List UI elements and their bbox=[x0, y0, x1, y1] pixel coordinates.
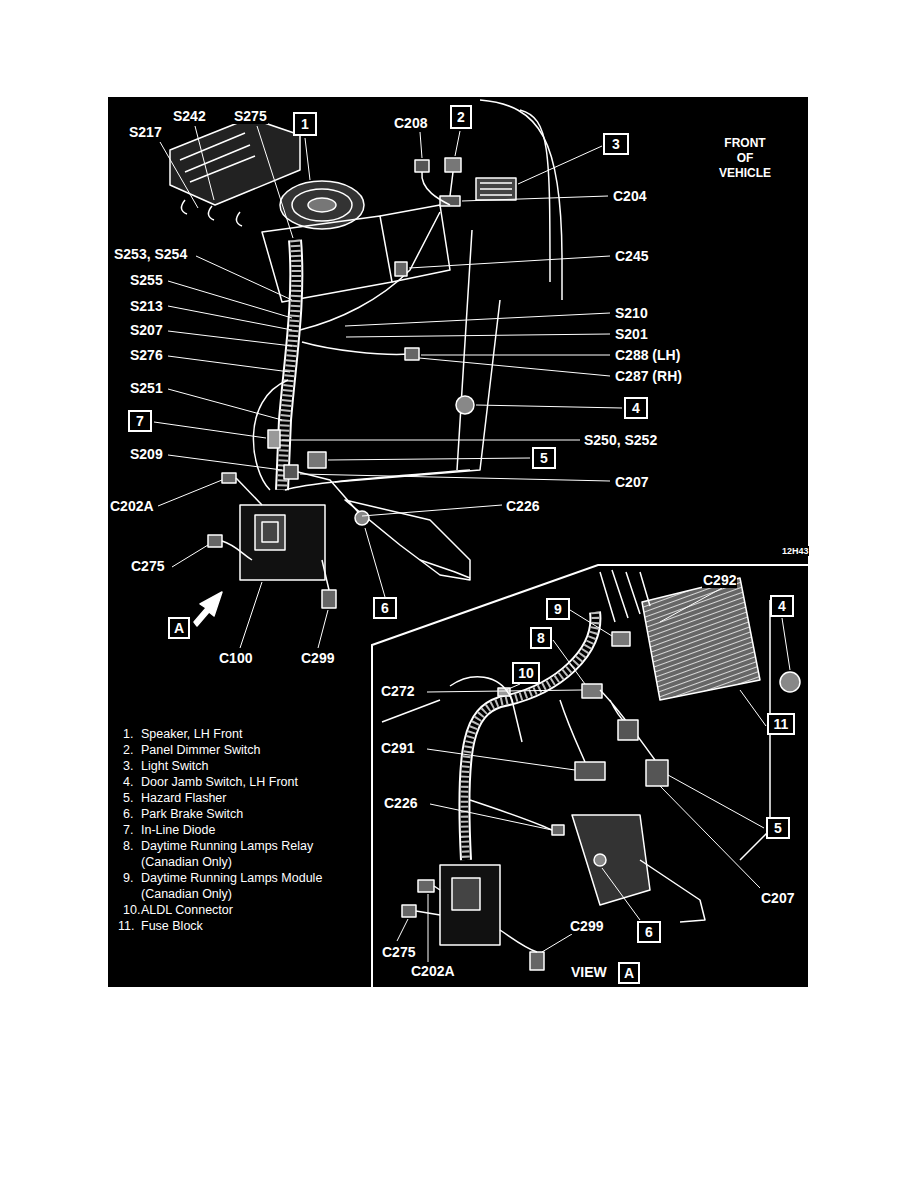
key-number: 10. bbox=[123, 902, 140, 918]
callout-box: 6 bbox=[373, 597, 397, 619]
key-text: Speaker, LH Front bbox=[141, 726, 331, 742]
part-label: C299 bbox=[300, 650, 335, 666]
part-label: S207 bbox=[129, 322, 164, 338]
part-label: S242 bbox=[172, 108, 207, 124]
inset-border bbox=[372, 565, 808, 987]
key-number: 5. bbox=[123, 790, 133, 806]
key-text: Light Switch bbox=[141, 758, 331, 774]
callout-number: 9 bbox=[554, 601, 562, 617]
callout-number: 7 bbox=[136, 413, 144, 429]
part-label: C272 bbox=[380, 683, 415, 699]
callout-box: 5 bbox=[766, 817, 790, 839]
callout-box: 7 bbox=[128, 410, 152, 432]
key-number: 6. bbox=[123, 806, 133, 822]
inset-view bbox=[382, 570, 800, 970]
key-number: 1. bbox=[123, 726, 133, 742]
callout-box: 5 bbox=[532, 447, 556, 469]
key-number: 7. bbox=[123, 822, 133, 838]
callout-number: 2 bbox=[457, 109, 465, 125]
part-label: S209 bbox=[129, 446, 164, 462]
callout-number: 8 bbox=[537, 630, 545, 646]
part-label: C226 bbox=[505, 498, 540, 514]
key-number: 2. bbox=[123, 742, 133, 758]
callout-box: 4 bbox=[624, 397, 648, 419]
callout-box: 8 bbox=[530, 627, 552, 649]
part-label: C226 bbox=[383, 795, 418, 811]
main-view bbox=[170, 100, 562, 626]
callout-box: 6 bbox=[637, 921, 661, 943]
figure-code: 12H43 bbox=[782, 546, 809, 556]
part-label: C288 (LH) bbox=[614, 347, 681, 363]
key-number: 4. bbox=[123, 774, 133, 790]
callout-number: 11 bbox=[774, 716, 789, 732]
part-label: C202A bbox=[109, 498, 155, 514]
callout-number: 4 bbox=[632, 400, 640, 416]
callout-number: 6 bbox=[381, 600, 389, 616]
callout-box: 2 bbox=[450, 105, 472, 129]
key-text: ALDL Connector bbox=[141, 902, 331, 918]
key-text: Daytime Running Lamps Relay (Canadian On… bbox=[141, 838, 331, 870]
part-label: C202A bbox=[410, 963, 456, 979]
callout-number: A bbox=[174, 620, 184, 636]
key-number: 11. bbox=[118, 918, 134, 934]
key-text: Fuse Block bbox=[141, 918, 331, 934]
key-number: 8. bbox=[123, 838, 133, 854]
key-text: In-Line Diode bbox=[141, 822, 331, 838]
part-label: S217 bbox=[128, 124, 163, 140]
callout-number: 10 bbox=[518, 665, 534, 681]
key-text: Hazard Flasher bbox=[141, 790, 331, 806]
part-label: C100 bbox=[218, 650, 253, 666]
part-label: C204 bbox=[612, 188, 647, 204]
callout-number: 1 bbox=[301, 116, 309, 132]
key-text: Daytime Running Lamps Module (Canadian O… bbox=[141, 870, 331, 902]
key-text: Door Jamb Switch, LH Front bbox=[141, 774, 331, 790]
key-number: 3. bbox=[123, 758, 133, 774]
part-label: S251 bbox=[129, 380, 164, 396]
part-label: C275 bbox=[130, 558, 165, 574]
key-number: 9. bbox=[123, 870, 133, 886]
callout-box: A bbox=[168, 617, 190, 639]
ground bbox=[108, 97, 808, 987]
part-label: C299 bbox=[569, 918, 604, 934]
part-label: C287 (RH) bbox=[614, 368, 683, 384]
callout-number: 5 bbox=[540, 450, 548, 466]
part-label: VIEW bbox=[570, 964, 608, 980]
callout-number: 4 bbox=[778, 598, 786, 614]
callout-box: 3 bbox=[603, 133, 629, 155]
part-label: S201 bbox=[614, 326, 649, 342]
callout-number: A bbox=[624, 965, 634, 981]
callout-number: 5 bbox=[774, 820, 782, 836]
part-label: C207 bbox=[760, 890, 795, 906]
callout-box: 4 bbox=[770, 595, 794, 617]
direction-note: FRONT OF VEHICLE bbox=[716, 136, 774, 181]
part-label: S253, S254 bbox=[113, 246, 188, 262]
part-label: S276 bbox=[129, 347, 164, 363]
callout-box: 10 bbox=[512, 662, 540, 684]
callout-box: 9 bbox=[546, 598, 570, 620]
key-text: Panel Dimmer Switch bbox=[141, 742, 331, 758]
callout-box: 1 bbox=[293, 112, 317, 136]
part-label: C245 bbox=[614, 248, 649, 264]
part-label: S210 bbox=[614, 305, 649, 321]
callout-box: 11 bbox=[767, 713, 795, 735]
part-label: S255 bbox=[129, 272, 164, 288]
part-label: C275 bbox=[381, 944, 416, 960]
callout-box: A bbox=[618, 962, 640, 984]
part-label: C207 bbox=[614, 474, 649, 490]
part-label: C291 bbox=[380, 740, 415, 756]
key-text: Park Brake Switch bbox=[141, 806, 331, 822]
part-label: S275 bbox=[233, 108, 268, 124]
part-label: S213 bbox=[129, 298, 164, 314]
part-label: C208 bbox=[393, 115, 428, 131]
callout-number: 6 bbox=[645, 924, 653, 940]
part-label: S250, S252 bbox=[583, 432, 658, 448]
callout-number: 3 bbox=[612, 136, 620, 152]
part-label: C292 bbox=[702, 572, 737, 588]
